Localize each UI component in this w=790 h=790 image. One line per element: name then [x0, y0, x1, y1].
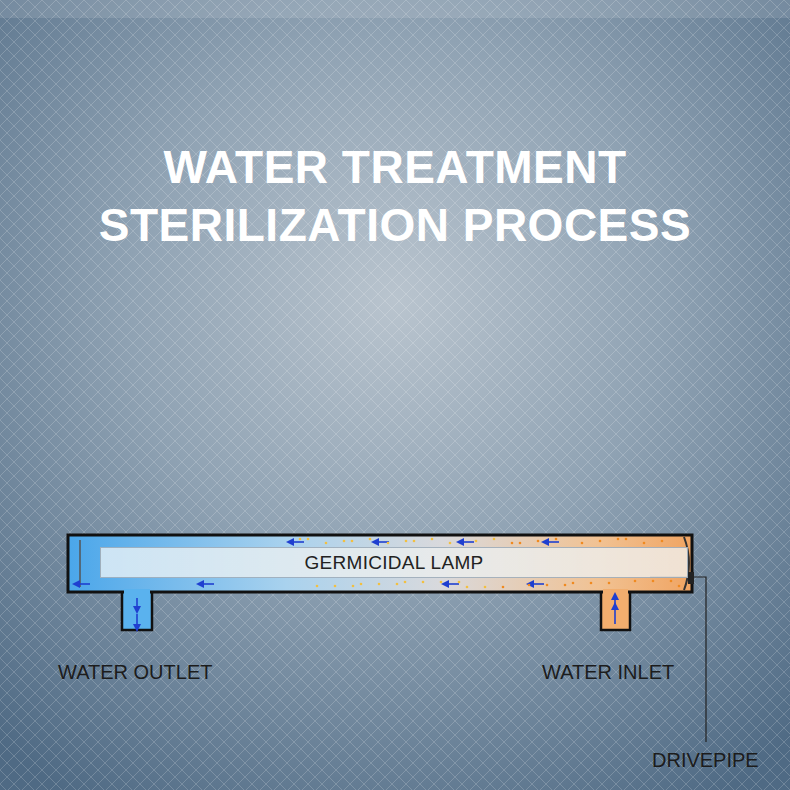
contaminant-dot — [422, 581, 425, 584]
flow-arrow — [200, 583, 214, 585]
leader-line — [650, 577, 706, 742]
flow-arrow — [136, 598, 138, 610]
drivepipe-fitting — [688, 572, 694, 584]
contaminant-dot — [617, 538, 620, 541]
contaminant-dot — [511, 542, 514, 545]
contaminant-dot — [413, 540, 416, 543]
contaminant-dot — [678, 585, 681, 588]
contaminant-dot — [555, 538, 558, 541]
contaminant-dot — [334, 585, 337, 588]
contaminant-dot — [625, 538, 628, 541]
part-label: DRIVEPIPE — [652, 748, 759, 772]
contaminant-dot — [537, 540, 540, 543]
contaminant-dot — [325, 542, 328, 545]
contaminant-dot — [484, 586, 487, 589]
contaminant-dot — [502, 586, 505, 589]
lamp-tube: GERMICIDAL LAMP — [100, 547, 688, 578]
contaminant-dot — [661, 540, 664, 543]
flow-arrow — [614, 596, 616, 606]
contaminant-dot — [475, 540, 478, 543]
contaminant-dot — [643, 542, 646, 545]
flow-arrow — [445, 583, 459, 585]
contaminant-dot — [634, 580, 637, 583]
flow-arrow — [614, 606, 616, 624]
flow-arrow — [460, 541, 474, 543]
contaminant-dot — [369, 538, 372, 541]
contaminant-dot — [572, 582, 575, 585]
title: WATER TREATMENT STERILIZATION PROCESS — [45, 138, 745, 254]
contaminant-dot — [405, 540, 408, 543]
contaminant-dot — [378, 583, 381, 586]
flow-arrow — [530, 583, 544, 585]
part-label: WATER OUTLET — [58, 660, 212, 684]
contaminant-dot — [307, 538, 310, 541]
contaminant-dot — [519, 542, 522, 545]
contaminant-dot — [404, 581, 407, 584]
contaminant-dot — [458, 581, 461, 584]
contaminant-dot — [316, 585, 319, 588]
flow-arrow — [76, 583, 90, 585]
contaminant-dot — [590, 582, 593, 585]
contaminant-dot — [493, 538, 496, 541]
contaminant-dot — [528, 584, 531, 587]
inlet-pipe — [601, 588, 630, 630]
flow-arrow — [136, 614, 138, 628]
outlet-pipe — [122, 588, 152, 630]
contaminant-dot — [564, 584, 567, 587]
contaminant-dot — [352, 585, 355, 588]
contaminant-dot — [387, 542, 390, 545]
contaminant-dot — [546, 584, 549, 587]
contaminant-dot — [670, 580, 673, 583]
contaminant-dot — [343, 540, 346, 543]
part-label: WATER INLET — [542, 660, 674, 684]
tube-housing — [68, 535, 692, 592]
contaminant-dot — [608, 582, 611, 585]
contaminant-dot — [652, 580, 655, 583]
contaminant-dot — [360, 583, 363, 586]
contaminant-dot — [440, 581, 443, 584]
contaminant-dot — [396, 583, 399, 586]
flow-arrow — [290, 541, 304, 543]
contaminant-dot — [581, 542, 584, 545]
contaminant-dot — [449, 542, 452, 545]
contaminant-dot — [299, 538, 302, 541]
contaminant-dot — [431, 538, 434, 541]
contaminant-dot — [466, 586, 469, 589]
flow-arrow — [545, 541, 559, 543]
lamp-label: GERMICIDAL LAMP — [304, 552, 483, 574]
contaminant-dot — [351, 540, 354, 543]
contaminant-dot — [599, 540, 602, 543]
